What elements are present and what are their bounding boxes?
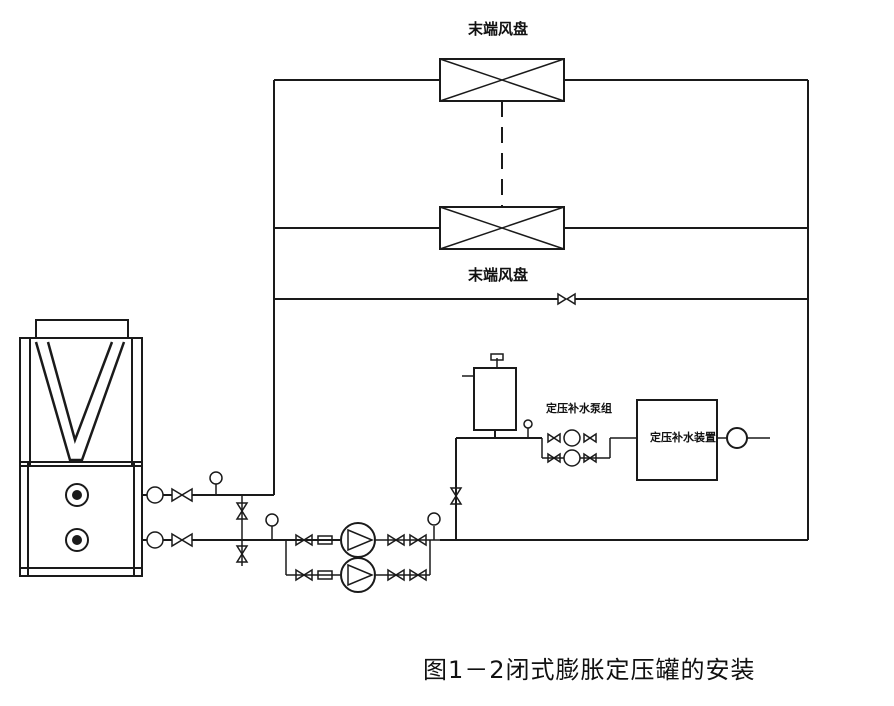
supply-return-loop <box>142 80 808 540</box>
fan-coil-bottom-icon <box>440 207 564 249</box>
chiller-unit-icon <box>20 320 142 576</box>
chiller-bypass <box>237 495 247 566</box>
bypass-valve-icon <box>558 294 575 304</box>
control-cabinet-icon <box>637 400 770 480</box>
fan-coil-top-icon <box>440 59 564 101</box>
fan-coil-bottom-label: 末端风盘 <box>468 266 529 284</box>
makeup-pump-group-icon <box>524 420 637 466</box>
expansion-tank-icon <box>462 354 516 438</box>
control-box-label: 定压补水装置 <box>650 431 716 444</box>
pump-group-label: 定压补水泵组 <box>546 402 612 415</box>
fan-coil-top-label: 末端风盘 <box>468 20 529 38</box>
chiller-return-fittings <box>147 514 278 548</box>
chiller-supply-fittings <box>147 472 222 503</box>
makeup-riser <box>451 438 542 540</box>
figure-caption: 图1－2闭式膨胀定压罐的安装 <box>423 656 756 684</box>
circulation-pumps-icon <box>286 513 440 592</box>
